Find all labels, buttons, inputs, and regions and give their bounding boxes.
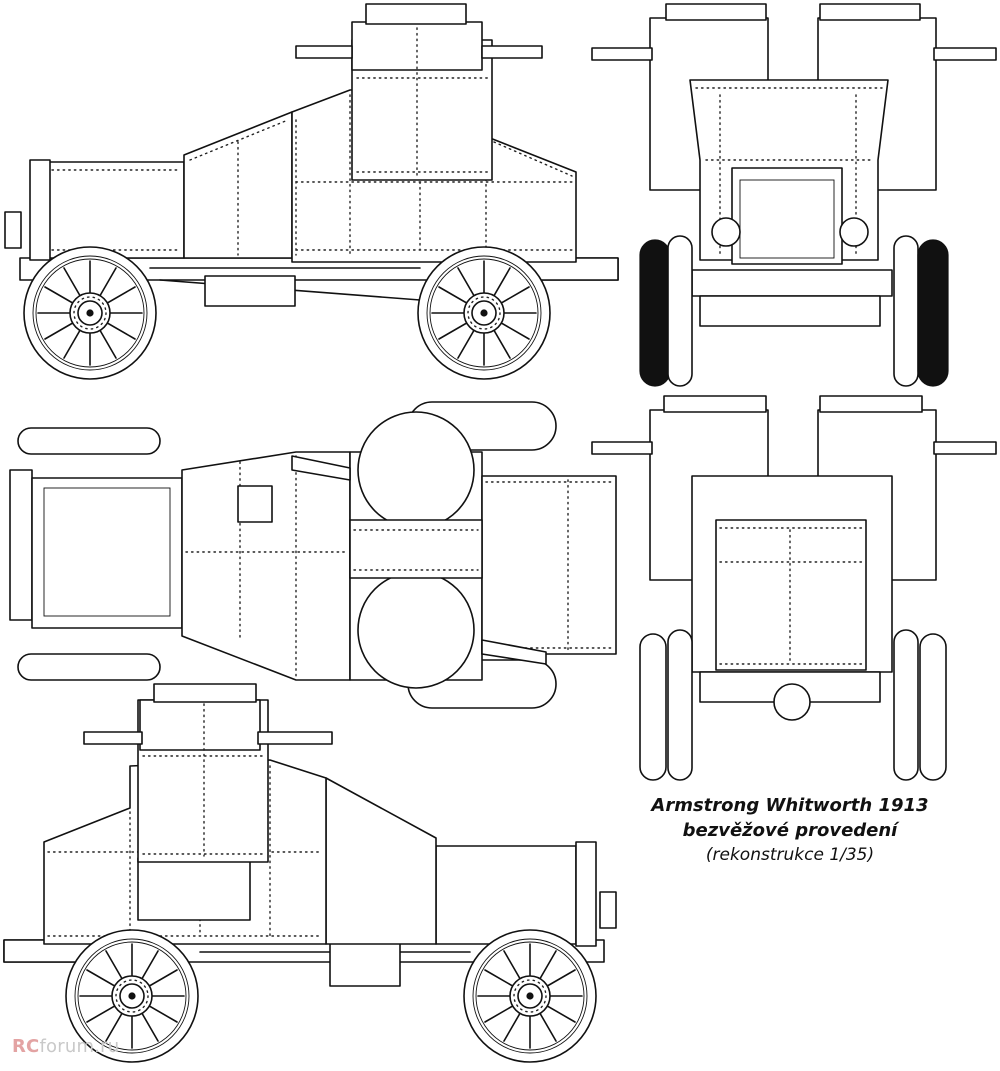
watermark: RCforum.ru (12, 1036, 119, 1057)
side-view-left (3, 683, 617, 1063)
caption: Armstrong Whitworth 1913 bezvěžové prove… (625, 793, 955, 868)
top-view (9, 401, 617, 709)
front-view (591, 3, 997, 387)
watermark-prefix: RC (12, 1036, 40, 1057)
watermark-suffix: forum.ru (39, 1036, 120, 1057)
caption-scale-note: (rekonstrukce 1/35) (705, 845, 875, 865)
caption-title: Armstrong Whitworth 1913 (651, 795, 929, 816)
rear-view (591, 395, 997, 781)
caption-subtitle: bezvěžové provedení (682, 820, 898, 841)
side-view-right (4, 3, 619, 380)
